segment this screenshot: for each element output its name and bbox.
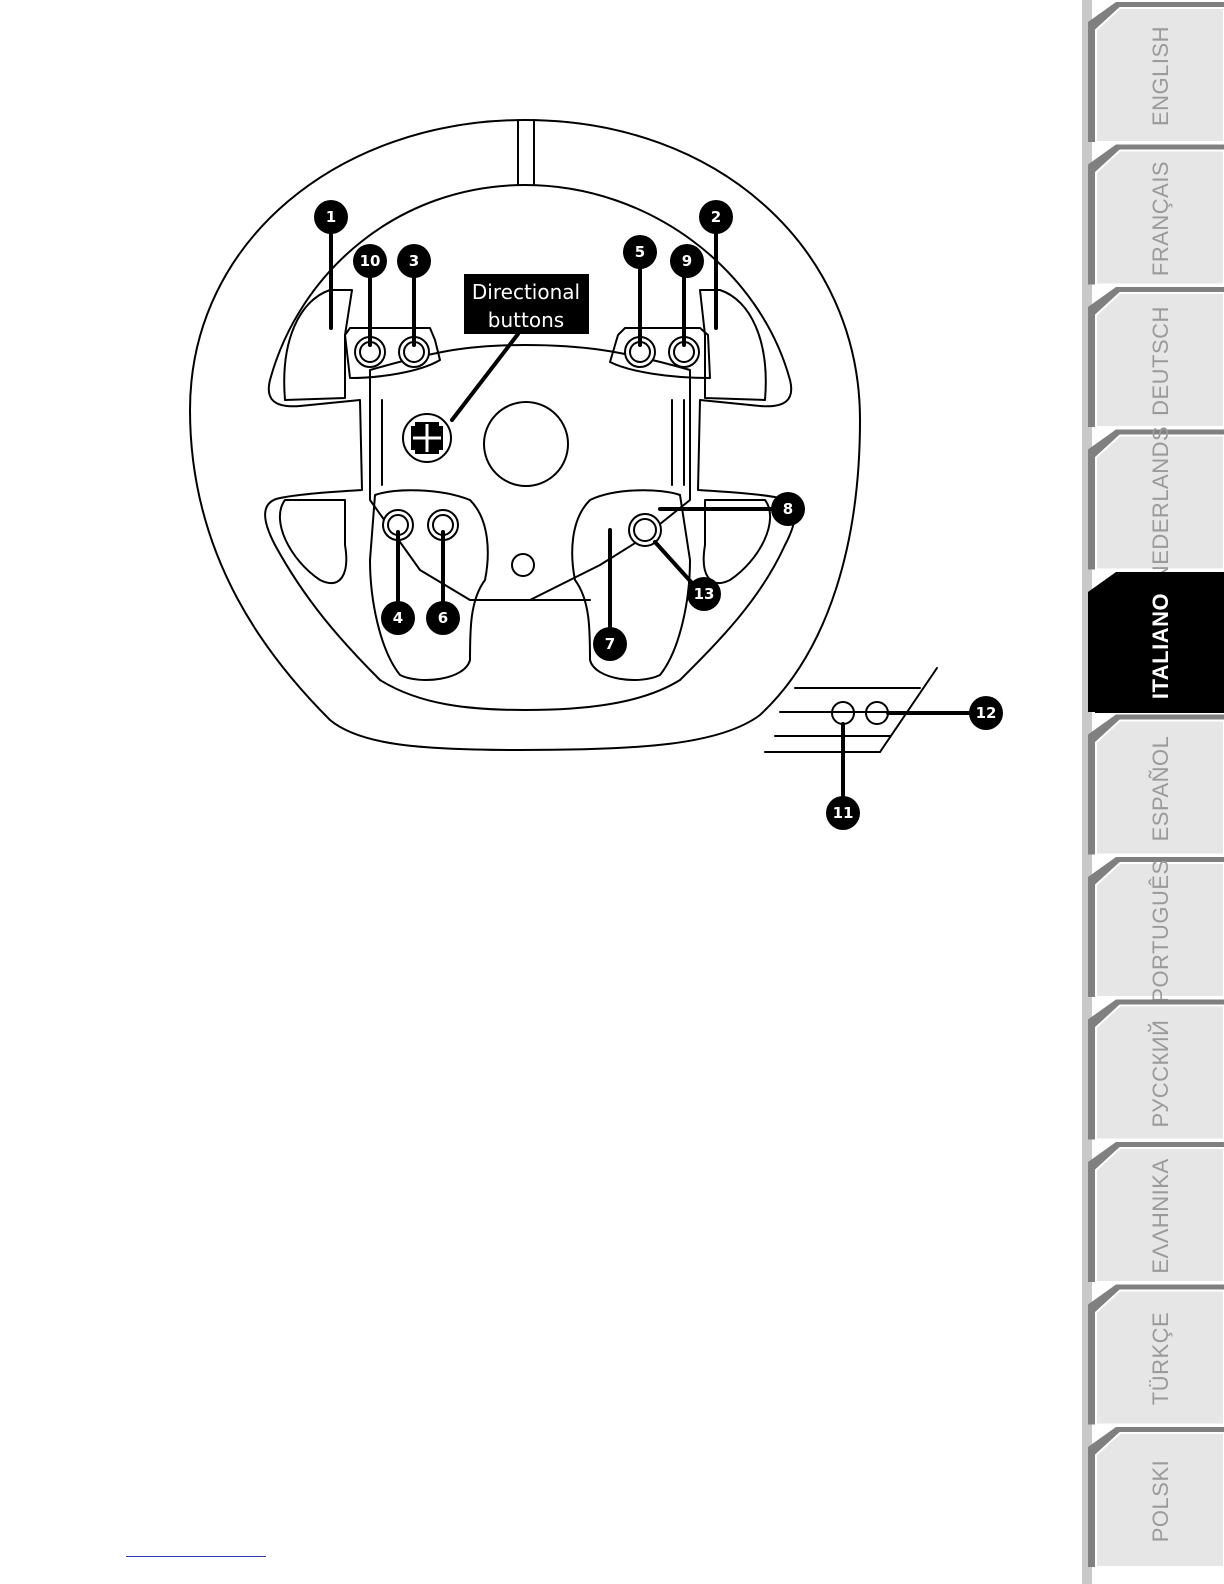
steering-wheel-diagram: Directional buttons 1 2 3 4 5 6 7 8 9 10…: [0, 0, 1080, 900]
footer-link-rule: [126, 1556, 266, 1557]
tab-ελληνικα[interactable]: ΕΛΛΗΝΙΚΑ: [1088, 1142, 1224, 1282]
callout-11: 11: [826, 796, 860, 830]
tab-türkçe[interactable]: TÜRKÇE: [1088, 1285, 1224, 1425]
tab-français[interactable]: FRANÇAIS: [1088, 145, 1224, 285]
tab-label: РУССКИЙ: [1148, 1020, 1173, 1128]
tab-deutsch[interactable]: DEUTSCH: [1088, 287, 1224, 427]
tab-русский[interactable]: РУССКИЙ: [1088, 1000, 1224, 1140]
tab-label: ΕΛΛΗΝΙΚΑ: [1148, 1158, 1173, 1273]
callout-8-text: 8: [783, 500, 793, 518]
callout-4: 4: [381, 601, 415, 635]
callout-2-text: 2: [711, 208, 721, 226]
callout-6: 6: [426, 601, 460, 635]
hub-screw: [512, 554, 534, 576]
tab-italiano[interactable]: ITALIANO: [1088, 572, 1224, 712]
tab-label: POLSKI: [1148, 1460, 1173, 1542]
directional-label-line1: Directional: [472, 280, 580, 304]
directional-label-line2: buttons: [488, 308, 564, 332]
callout-1: 1: [314, 200, 348, 234]
tab-label: DEUTSCH: [1148, 306, 1173, 416]
callout-10: 10: [353, 244, 387, 278]
tab-label: PORTUGUÊS: [1148, 859, 1173, 1002]
callout-9: 9: [670, 244, 704, 278]
language-tabs: ENGLISH FRANÇAIS DEUTSCH NEDERLANDS ITALIANO…: [1082, 0, 1224, 1584]
callout-1-text: 1: [326, 208, 336, 226]
callout-13-text: 13: [694, 585, 715, 603]
callout-13: 13: [687, 577, 721, 611]
callout-5-text: 5: [635, 243, 645, 261]
callout-7-text: 7: [605, 635, 615, 653]
callout-6-text: 6: [438, 609, 448, 627]
tab-português[interactable]: PORTUGUÊS: [1088, 857, 1224, 1003]
callout-2: 2: [699, 200, 733, 234]
tab-label: TÜRKÇE: [1148, 1312, 1173, 1405]
right-lower-paddle: [572, 490, 690, 680]
callout-4-text: 4: [393, 609, 403, 627]
callout-12-text: 12: [976, 704, 997, 722]
callout-3-text: 3: [409, 252, 419, 270]
wheel-hub: [370, 345, 690, 600]
tab-español[interactable]: ESPAÑOL: [1088, 715, 1224, 855]
callout-7: 7: [593, 627, 627, 661]
tab-label: FRANÇAIS: [1148, 161, 1173, 276]
callout-11-text: 11: [833, 804, 854, 822]
wheel-outer-rim: [190, 120, 860, 750]
tab-label: ENGLISH: [1148, 26, 1173, 126]
tab-english[interactable]: ENGLISH: [1088, 2, 1224, 142]
tab-label: ESPAÑOL: [1148, 736, 1173, 842]
callout-3: 3: [397, 244, 431, 278]
callout-9-text: 9: [682, 252, 692, 270]
tab-polski[interactable]: POLSKI: [1088, 1427, 1224, 1567]
hub-centre: [484, 402, 568, 486]
callout-10-text: 10: [360, 252, 381, 270]
callout-8: 8: [771, 492, 805, 526]
callout-12: 12: [969, 696, 1003, 730]
tab-nederlands[interactable]: NEDERLANDS: [1088, 426, 1224, 581]
callout-5: 5: [623, 235, 657, 269]
tab-label: ITALIANO: [1148, 593, 1173, 699]
tab-label: NEDERLANDS: [1148, 426, 1173, 581]
